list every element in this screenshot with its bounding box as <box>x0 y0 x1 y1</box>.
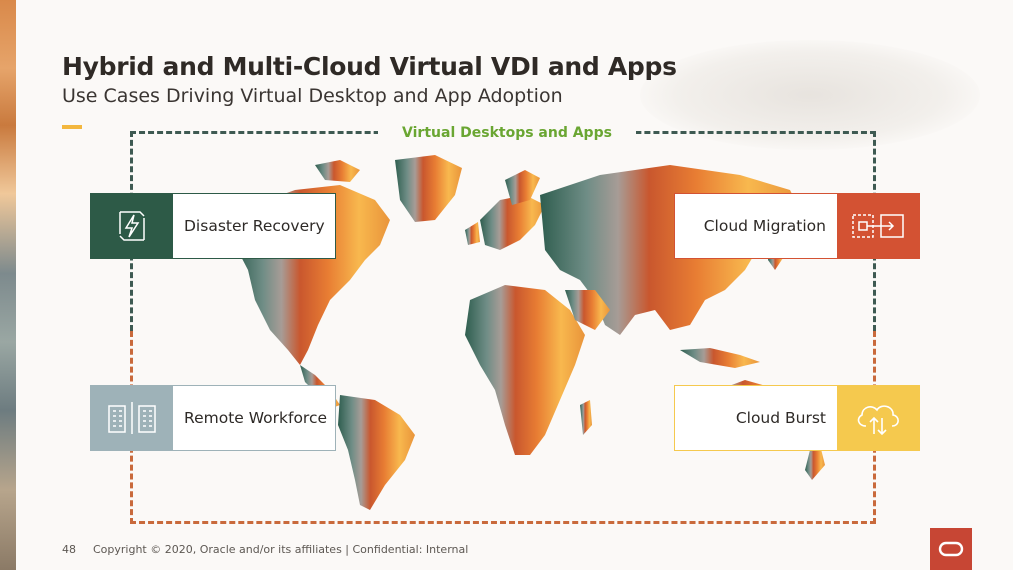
disaster-recovery-card: Disaster Recovery <box>90 193 336 259</box>
lightning-refresh-icon <box>91 194 173 258</box>
frame-label: Virtual Desktops and Apps <box>378 120 636 146</box>
cloud-migration-card: Cloud Migration <box>674 193 920 259</box>
accent-bar <box>62 125 82 129</box>
footer-copyright: Copyright © 2020, Oracle and/or its affi… <box>93 543 469 556</box>
cloud-burst-card: Cloud Burst <box>674 385 920 451</box>
remote-workforce-label: Remote Workforce <box>184 409 328 427</box>
slide-subtitle: Use Cases Driving Virtual Desktop and Ap… <box>62 85 563 107</box>
slide-title: Hybrid and Multi-Cloud Virtual VDI and A… <box>62 52 677 81</box>
oracle-logo <box>930 528 972 570</box>
cloud-migration-label: Cloud Migration <box>703 217 826 235</box>
remote-workforce-card: Remote Workforce <box>90 385 336 451</box>
page-number: 48 <box>62 543 76 556</box>
migration-icon <box>837 194 919 258</box>
cloud-upload-icon <box>837 386 919 450</box>
disaster-recovery-label: Disaster Recovery <box>184 217 325 235</box>
decorative-side-strip <box>0 0 16 570</box>
cloud-burst-label: Cloud Burst <box>735 409 826 427</box>
buildings-icon <box>91 386 173 450</box>
